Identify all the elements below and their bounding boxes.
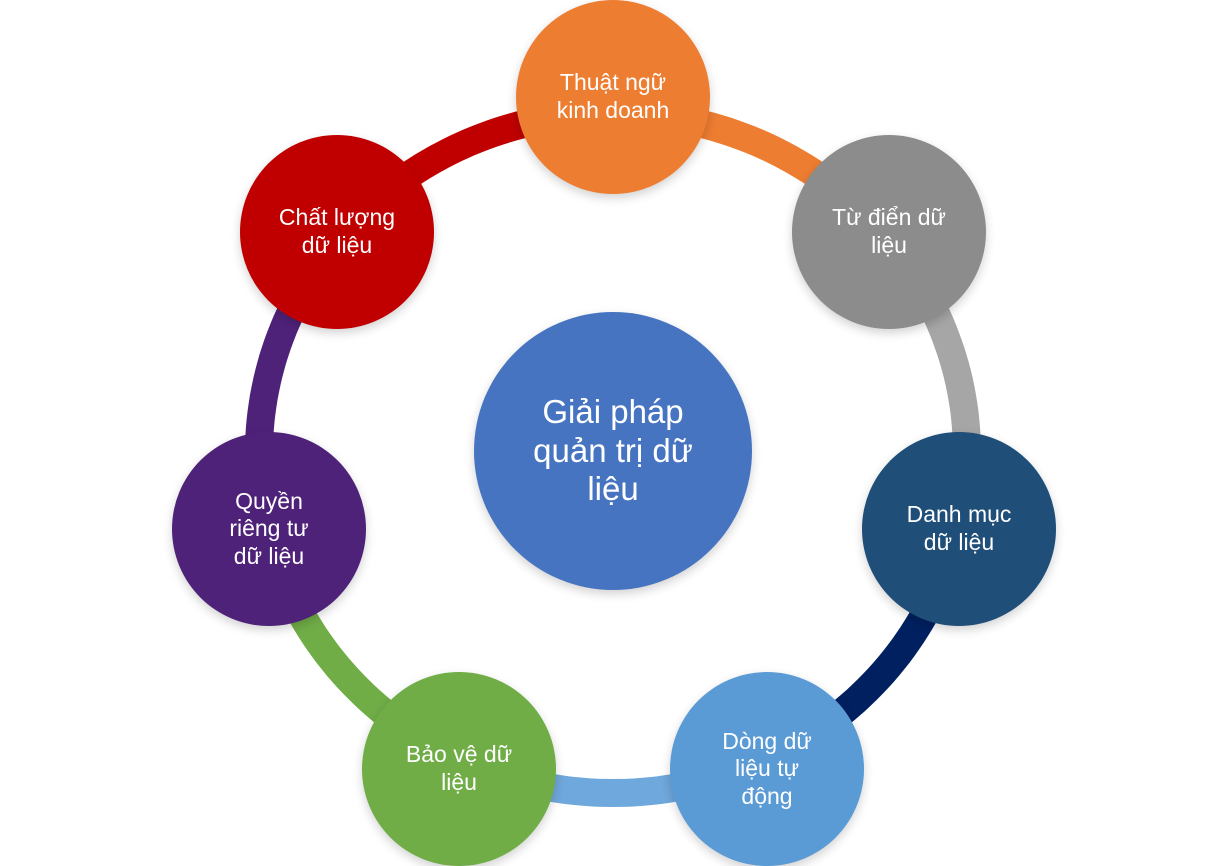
node-quyen-rieng-tu-du-lieu: Quyền riêng tư dữ liệu xyxy=(172,432,366,626)
node-label: Quyền riêng tư dữ liệu xyxy=(229,487,309,569)
node-dong-du-lieu-tu-dong: Dòng dữ liệu tự động xyxy=(670,672,864,866)
node-bao-ve-du-lieu: Bảo vệ dữ liệu xyxy=(362,672,556,866)
node-label: Dòng dữ liệu tự động xyxy=(722,727,812,809)
node-label: Thuật ngữ kinh doanh xyxy=(556,69,670,123)
node-label: Danh mục dữ liệu xyxy=(906,501,1012,555)
node-danh-muc-du-lieu: Danh mục dữ liệu xyxy=(862,432,1056,626)
center-node: Giải pháp quản trị dữ liệu xyxy=(474,312,752,590)
node-tu-dien-du-lieu: Từ điển dữ liệu xyxy=(792,135,986,329)
node-label: Từ điển dữ liệu xyxy=(832,204,946,258)
center-node-label: Giải pháp quản trị dữ liệu xyxy=(533,392,693,508)
node-label: Chất lượng dữ liệu xyxy=(278,204,396,258)
node-thuat-ngu-kinh-doanh: Thuật ngữ kinh doanh xyxy=(516,0,710,194)
node-label: Bảo vệ dữ liệu xyxy=(405,741,513,795)
node-chat-luong-du-lieu: Chất lượng dữ liệu xyxy=(240,135,434,329)
